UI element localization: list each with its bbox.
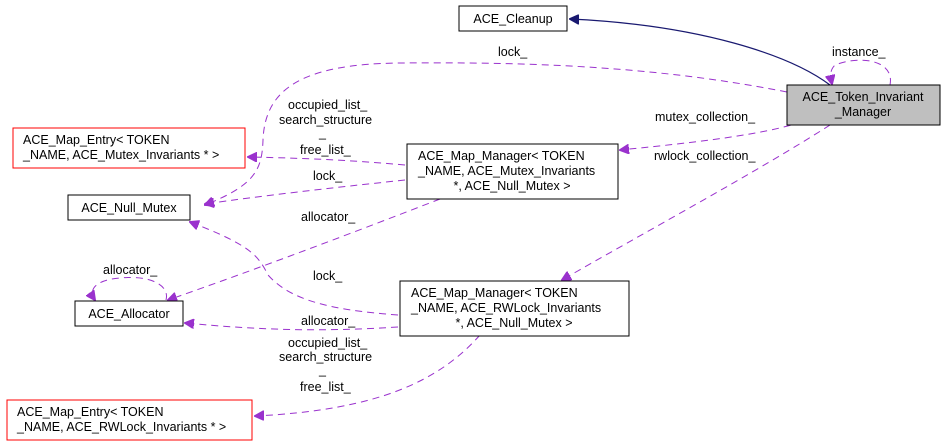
- node-map-manager-rwlock-line-2: _NAME, ACE_RWLock_Invariants: [410, 301, 601, 315]
- node-map-entry-rwlock-line-2: _NAME, ACE_RWLock_Invariants * >: [16, 420, 226, 434]
- edge-lock-mm-rwlock: [190, 222, 399, 316]
- label-alloc-mm-mutex: allocator_: [301, 210, 356, 224]
- node-ace-cleanup-label: ACE_Cleanup: [473, 12, 552, 26]
- label-lock-token: lock_: [498, 45, 528, 59]
- label-entry-rwlock-2: search_structure: [279, 350, 372, 364]
- node-ace-map-entry-mutex[interactable]: ACE_Map_Entry< TOKEN _NAME, ACE_Mutex_In…: [12, 127, 246, 169]
- label-entry-mutex-4: free_list_: [300, 143, 352, 157]
- label-entry-mutex-2: search_structure: [279, 113, 372, 127]
- label-entry-mutex-1: occupied_list_: [288, 98, 368, 112]
- label-instance: instance_: [832, 45, 887, 59]
- edge-alloc-mm-rwlock: [185, 323, 399, 331]
- node-map-manager-mutex-line-2: _NAME, ACE_Mutex_Invariants: [417, 164, 595, 178]
- node-ace-map-manager-mutex[interactable]: ACE_Map_Manager< TOKEN _NAME, ACE_Mutex_…: [406, 143, 619, 200]
- node-map-manager-rwlock-line-3: *, ACE_Null_Mutex >: [455, 316, 572, 330]
- node-token-manager-line-2: _Manager: [834, 105, 891, 119]
- node-ace-map-entry-rwlock[interactable]: ACE_Map_Entry< TOKEN _NAME, ACE_RWLock_I…: [6, 399, 253, 441]
- node-ace-map-manager-rwlock[interactable]: ACE_Map_Manager< TOKEN _NAME, ACE_RWLock…: [399, 280, 630, 337]
- label-entry-mutex-3: _: [318, 126, 327, 140]
- node-map-entry-rwlock-line-1: ACE_Map_Entry< TOKEN: [17, 405, 163, 419]
- node-ace-token-invariant-manager[interactable]: ACE_Token_Invariant _Manager: [786, 84, 941, 126]
- node-ace-cleanup[interactable]: ACE_Cleanup: [458, 5, 568, 32]
- node-map-manager-mutex-line-1: ACE_Map_Manager< TOKEN: [418, 149, 585, 163]
- label-entry-rwlock-4: free_list_: [300, 380, 352, 394]
- label-rwlock-collection: rwlock_collection_: [654, 149, 756, 163]
- label-lock-mm-mutex: lock_: [313, 169, 343, 183]
- edge-lock-mm-mutex: [205, 179, 406, 204]
- edge-alloc-self: [92, 276, 167, 300]
- label-entry-rwlock-3: _: [318, 363, 327, 377]
- node-map-entry-mutex-line-1: ACE_Map_Entry< TOKEN: [23, 133, 169, 147]
- node-ace-null-mutex[interactable]: ACE_Null_Mutex: [67, 194, 191, 221]
- node-ace-allocator[interactable]: ACE_Allocator: [74, 300, 184, 327]
- label-lock-mm-rwlock: lock_: [313, 269, 343, 283]
- node-null-mutex-label: ACE_Null_Mutex: [81, 201, 177, 215]
- node-map-entry-mutex-line-2: _NAME, ACE_Mutex_Invariants * >: [22, 148, 219, 162]
- node-map-manager-rwlock-line-1: ACE_Map_Manager< TOKEN: [411, 286, 578, 300]
- label-alloc-self: allocator_: [103, 263, 158, 277]
- edge-entry-rwlock: [255, 334, 481, 416]
- label-entry-rwlock-1: occupied_list_: [288, 336, 368, 350]
- edges: [92, 19, 891, 416]
- edge-lock-token: [205, 62, 788, 205]
- edge-labels: instance_ lock_ mutex_collection_ rwlock…: [103, 45, 887, 394]
- label-mutex-collection: mutex_collection_: [655, 110, 756, 124]
- edge-instance: [831, 59, 891, 85]
- edge-entry-mutex: [248, 157, 406, 166]
- edge-inherit-cleanup: [570, 19, 831, 86]
- node-map-manager-mutex-line-3: *, ACE_Null_Mutex >: [453, 179, 570, 193]
- label-alloc-mm-rwlock: allocator_: [301, 314, 356, 328]
- node-token-manager-line-1: ACE_Token_Invariant: [803, 90, 924, 104]
- node-allocator-label: ACE_Allocator: [88, 307, 169, 321]
- edge-mutex-collection: [620, 121, 803, 150]
